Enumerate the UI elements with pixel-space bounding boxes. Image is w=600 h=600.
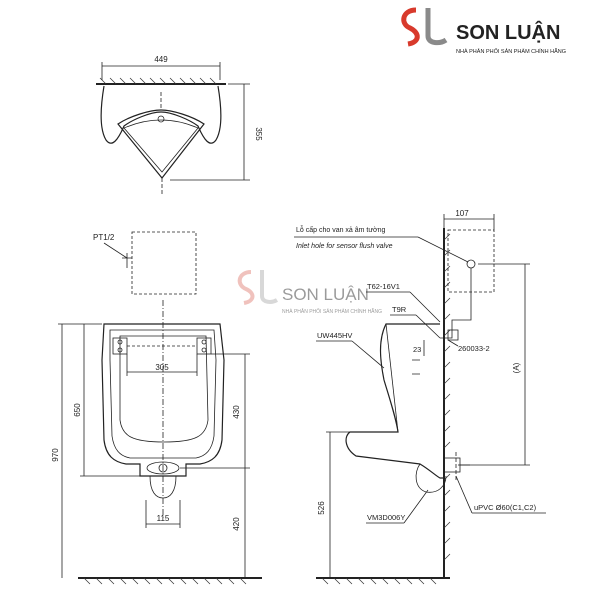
- side-part-t9r: T9R: [392, 305, 407, 314]
- side-note-en: Inlet hole for sensor flush valve: [296, 243, 393, 250]
- side-model-label: UW445HV: [317, 331, 352, 340]
- side-floor-label: 526: [317, 501, 326, 515]
- front-inlet-box: [131, 231, 197, 295]
- side-small-dim: 23: [413, 345, 421, 354]
- top-width-label: 449: [154, 55, 168, 64]
- watermark-name: SON LUẬN: [282, 285, 369, 304]
- side-trap-label: VM3D006Y: [367, 513, 405, 522]
- side-trap: [415, 463, 447, 493]
- brand-name: SON LUẬN: [456, 20, 560, 44]
- side-pipe-label: uPVC Ø60(C1,C2): [474, 503, 537, 512]
- watermark-s-mark: [237, 270, 255, 305]
- side-note-vi: Lỗ cấp cho van xả âm tường: [296, 225, 386, 234]
- side-outlet-fitting: [443, 457, 461, 473]
- front-urinal-body: [101, 323, 225, 477]
- side-part-260033: 260033-2: [458, 344, 490, 353]
- front-lower-label: 420: [232, 517, 241, 531]
- side-floor-hatch: [321, 577, 437, 585]
- front-bracket-label: 305: [155, 363, 169, 372]
- front-inlet-label: PT1/2: [93, 233, 115, 242]
- front-total-label: 970: [51, 448, 60, 462]
- front-outlet-label: 115: [157, 514, 170, 523]
- front-upper-label: 650: [73, 403, 82, 417]
- logo-s-mark: [401, 7, 420, 47]
- watermark-tagline: NHÀ PHÂN PHỐI SẢN PHẨM CHÍNH HÃNG: [282, 308, 382, 315]
- side-urinal-profile: [345, 323, 444, 479]
- brand-tagline: NHÀ PHÂN PHỐI SẢN PHẨM CHÍNH HÃNG: [456, 48, 566, 55]
- watermark-l-mark: [260, 270, 279, 304]
- side-part-t62: T62-16V1: [367, 282, 400, 291]
- brand-logo: SON LUẬN NHÀ PHÂN PHỐI SẢN PHẨM CHÍNH HÃ…: [401, 7, 566, 55]
- top-bowl-outline: [100, 85, 222, 144]
- front-view: PT1/2 305 115: [51, 231, 262, 585]
- top-bowl-inner: [117, 109, 205, 179]
- front-right-bracket: [196, 337, 212, 355]
- watermark: SON LUẬN NHÀ PHÂN PHỐI SẢN PHẨM CHÍNH HÃ…: [237, 270, 382, 315]
- top-depth-label: 355: [254, 127, 263, 141]
- side-valve-label: 107: [455, 209, 469, 218]
- front-floor-hatch: [83, 577, 247, 585]
- side-a-label: (A): [512, 362, 521, 373]
- top-wall-hatch: [99, 77, 217, 85]
- side-wall-hatch: [443, 233, 451, 561]
- side-view: 107 Lỗ cấp cho van xả âm tường Inlet hol…: [294, 209, 546, 585]
- logo-l-mark: [425, 8, 448, 46]
- top-view: 449 355: [96, 55, 263, 194]
- front-mid-label: 430: [232, 405, 241, 419]
